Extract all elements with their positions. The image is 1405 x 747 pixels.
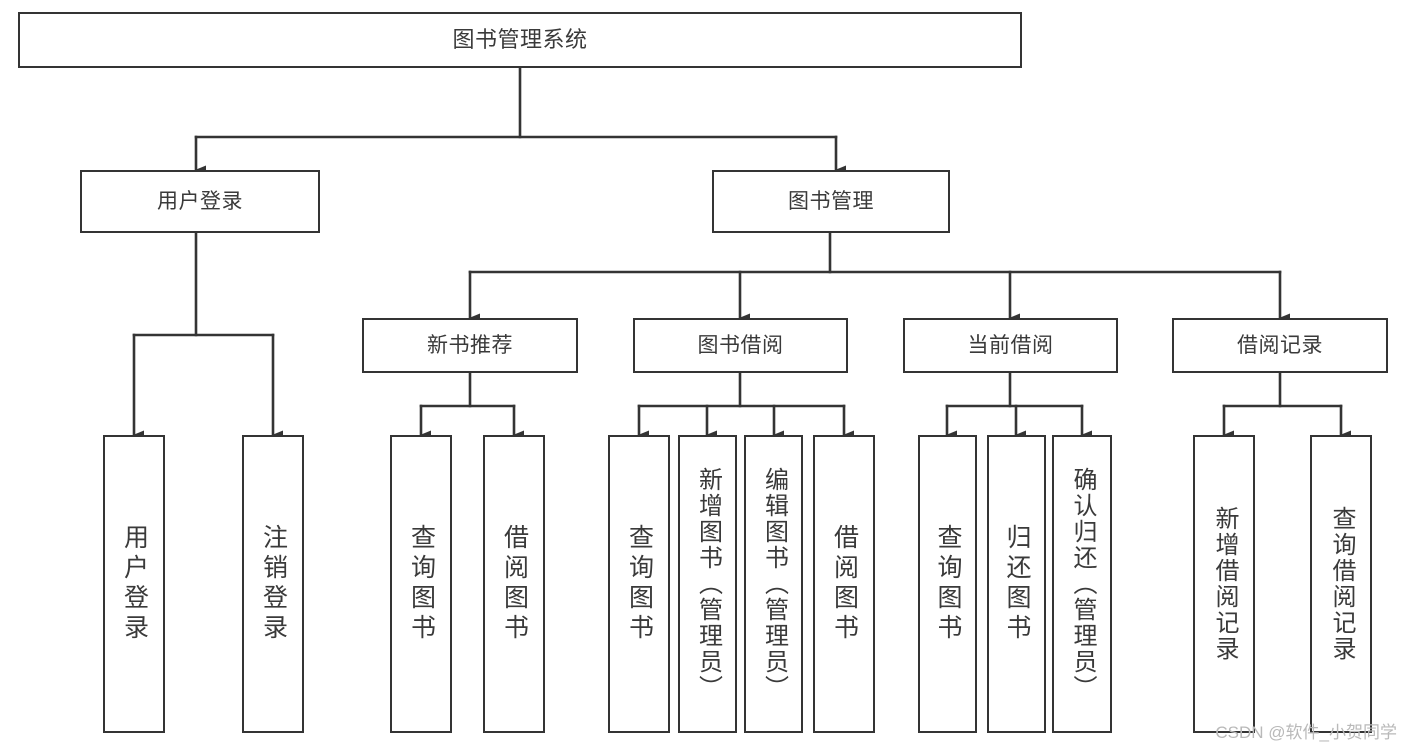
leaf-confirm-return-admin[interactable]: 确认归还（管理员） [1052,435,1112,733]
node-user-login[interactable]: 用户登录 [80,170,320,233]
node-current-borrow[interactable]: 当前借阅 [903,318,1118,373]
leaf-edit-book-admin[interactable]: 编辑图书（管理员） [744,435,803,733]
leaf-borrow-book[interactable]: 借阅图书 [813,435,875,733]
leaf-logout-login[interactable]: 注销登录 [242,435,304,733]
node-label: 图书借阅 [697,333,784,357]
node-label: 查询图书 [934,524,962,644]
node-label: 当前借阅 [967,333,1054,357]
leaf-add-book-admin[interactable]: 新增图书（管理员） [678,435,737,733]
node-label: 归还图书 [1003,524,1031,644]
node-book-management[interactable]: 图书管理 [712,170,950,233]
node-book-borrow[interactable]: 图书借阅 [633,318,848,373]
node-label: 查询图书 [407,524,436,644]
leaf-user-login[interactable]: 用户登录 [103,435,165,733]
node-new-book-recommendation[interactable]: 新书推荐 [362,318,578,373]
node-label: 图书管理 [788,189,874,213]
node-label: 图书管理系统 [452,26,588,52]
node-label: 编辑图书（管理员） [760,467,788,701]
node-label: 用户登录 [157,189,243,213]
node-label: 新书推荐 [427,333,513,357]
node-label: 新增借阅记录 [1211,506,1238,662]
node-label: 借阅图书 [500,524,529,644]
node-label: 借阅图书 [830,524,859,644]
node-label: 查询图书 [625,524,654,644]
leaf-add-borrow-record[interactable]: 新增借阅记录 [1193,435,1255,733]
leaf-query-book-newbook[interactable]: 查询图书 [390,435,452,733]
node-label: 借阅记录 [1237,333,1323,357]
node-label: 用户登录 [120,524,149,644]
node-root-book-management-system[interactable]: 图书管理系统 [18,12,1022,68]
leaf-return-book[interactable]: 归还图书 [987,435,1046,733]
csdn-watermark: CSDN @软件_小贺同学 [1215,723,1397,742]
leaf-query-book-current[interactable]: 查询图书 [918,435,977,733]
leaf-borrow-book-newbook[interactable]: 借阅图书 [483,435,545,733]
leaf-query-book-borrow[interactable]: 查询图书 [608,435,670,733]
node-label: 新增图书（管理员） [694,467,722,701]
node-label: 注销登录 [259,524,288,644]
node-label: 确认归还（管理员） [1069,467,1096,701]
leaf-query-borrow-record[interactable]: 查询借阅记录 [1310,435,1372,733]
node-borrow-record[interactable]: 借阅记录 [1172,318,1388,373]
node-label: 查询借阅记录 [1328,506,1355,662]
